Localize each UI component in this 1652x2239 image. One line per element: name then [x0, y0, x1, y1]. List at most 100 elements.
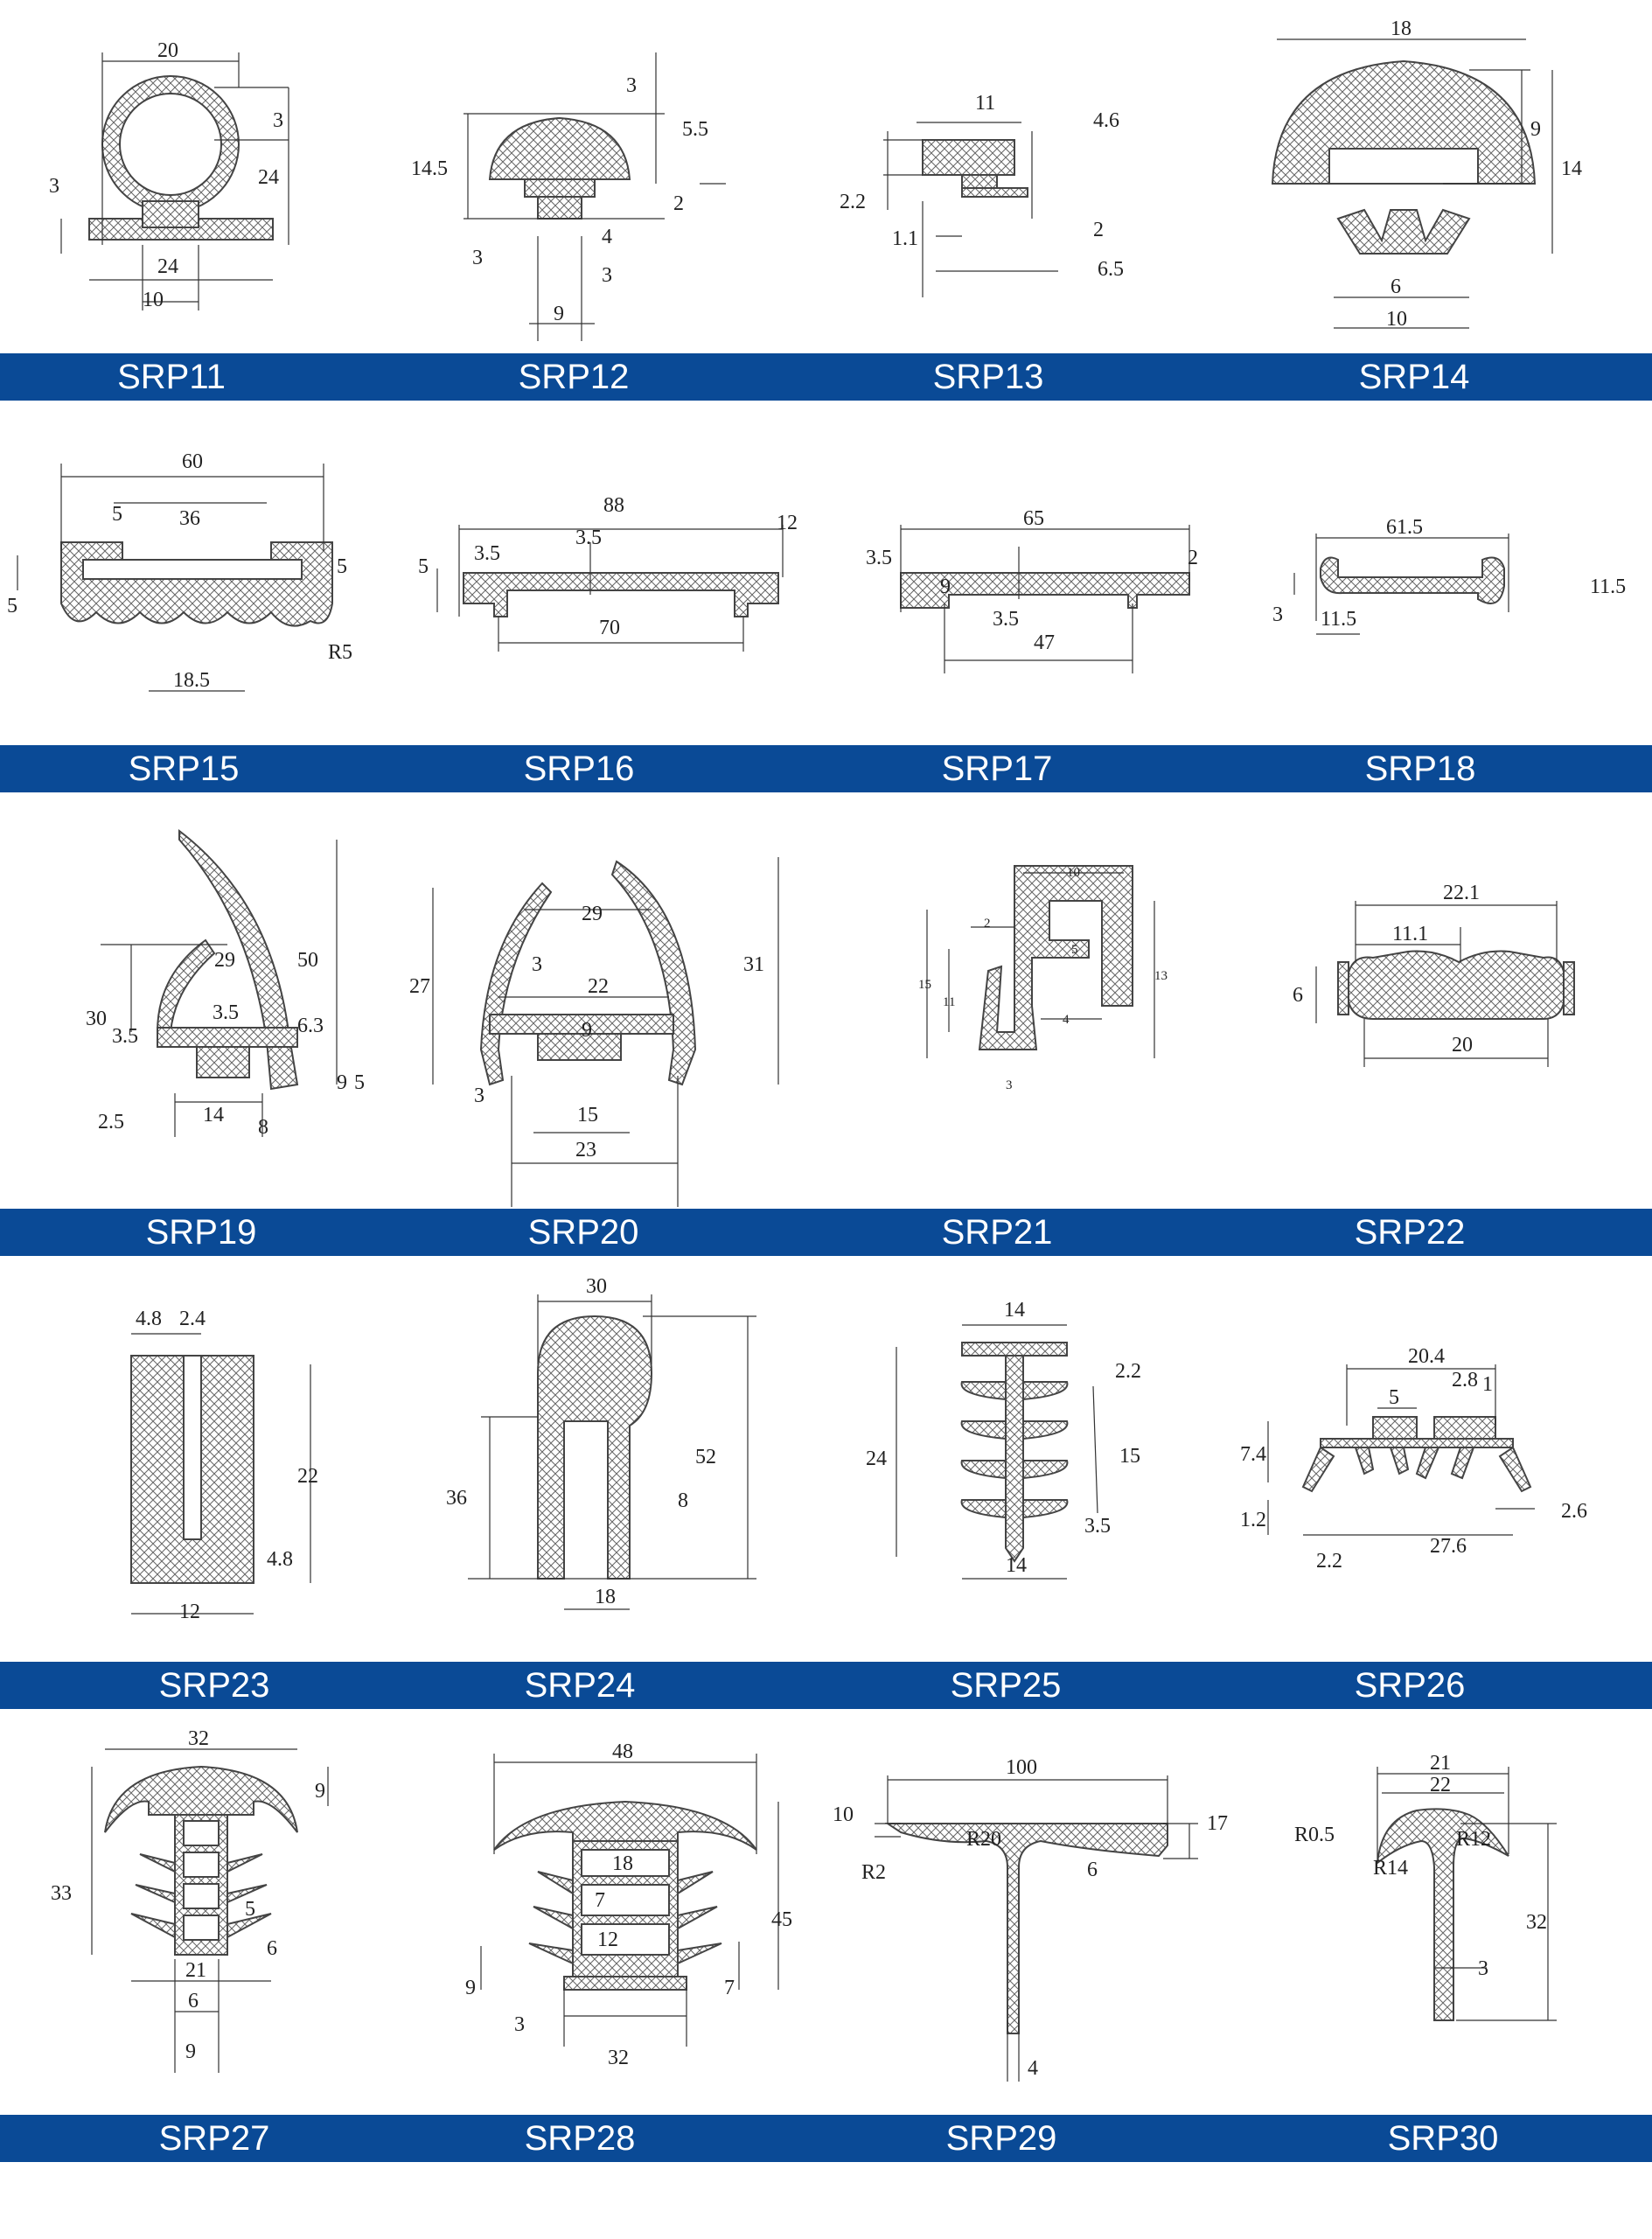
- row-5: 32 9 33 5 6 21 6 9: [0, 1714, 1652, 2195]
- dim-srp21-4: 11: [943, 995, 955, 1009]
- dim-srp13-5: 6.5: [1098, 258, 1124, 281]
- dim-srp19-3: 3.5: [112, 1025, 138, 1048]
- dim-srp23-1: 2.4: [179, 1308, 206, 1330]
- dim-srp26-2: 1: [1482, 1373, 1493, 1396]
- dim-srp20-1: 31: [743, 953, 764, 976]
- dim-srp28-1: 18: [612, 1852, 633, 1875]
- dim-srp25-2: 24: [866, 1447, 887, 1470]
- drawing-srp22: 22.1 11.1 6 20: [1277, 796, 1652, 1207]
- dim-srp13-3: 1.1: [892, 227, 918, 250]
- drawing-srp29: 100 10 17 R2 R20 6 4: [822, 1714, 1233, 2117]
- profile-label-srp23: SRP23: [158, 1666, 270, 1705]
- dim-srp13-1: 4.6: [1093, 109, 1119, 132]
- dim-srp25-1: 2.2: [1115, 1360, 1141, 1383]
- dim-srp29-2: 17: [1207, 1812, 1228, 1835]
- dim-srp16-1: 12: [777, 512, 798, 534]
- dim-srp15-3: 5: [337, 555, 347, 578]
- dim-srp20-0: 29: [582, 903, 603, 925]
- row-3-drawings: 29 50 30 3.5 3.5 6.3 9 5 2.5 14 8: [0, 796, 1652, 1207]
- dim-srp23-4: 12: [179, 1601, 200, 1623]
- dim-srp19-0: 29: [214, 949, 235, 972]
- dim-srp22-1: 11.1: [1392, 923, 1428, 945]
- row-5-drawings: 32 9 33 5 6 21 6 9: [0, 1714, 1652, 2117]
- dim-srp15-6: 18.5: [173, 669, 210, 692]
- dim-srp28-2: 7: [595, 1889, 605, 1912]
- dim-srp14-3: 6: [1391, 276, 1401, 298]
- dim-srp19-2: 30: [86, 1008, 107, 1030]
- dim-srp22-2: 6: [1293, 984, 1303, 1007]
- profile-label-srp20: SRP20: [527, 1213, 639, 1252]
- dim-srp15-0: 60: [182, 450, 203, 473]
- dim-srp26-4: 7.4: [1240, 1443, 1266, 1466]
- dim-srp14-4: 10: [1386, 308, 1407, 331]
- dim-srp24-0: 30: [586, 1275, 607, 1298]
- drawing-srp27: 32 9 33 5 6 21 6 9: [44, 1714, 376, 2117]
- drawing-srp15: 60 5 36 5 5 R5 18.5: [0, 402, 385, 743]
- dim-srp29-6: 4: [1028, 2057, 1038, 2080]
- drawing-srp11: 20 3 24 3 24 10: [26, 0, 359, 350]
- dim-srp29-4: R20: [966, 1828, 1001, 1851]
- dim-srp28-6: 7: [724, 1977, 735, 1999]
- dim-srp20-3: 3: [532, 953, 542, 976]
- dim-srp19-9: 14: [203, 1104, 224, 1126]
- dim-srp26-7: 27.6: [1430, 1535, 1467, 1558]
- dim-srp11-0: 20: [157, 39, 178, 62]
- dim-srp11-3: 3: [49, 175, 59, 198]
- dim-srp30-3: R12: [1456, 1828, 1491, 1851]
- dim-srp27-2: 33: [51, 1882, 72, 1905]
- profile-label-srp13: SRP13: [932, 358, 1044, 396]
- dim-srp30-0: 21: [1430, 1752, 1451, 1775]
- dim-srp20-6: 3: [474, 1085, 484, 1107]
- dim-srp16-4: 5: [418, 555, 429, 578]
- dim-srp16-2: 3.5: [474, 542, 500, 565]
- dim-srp19-6: 9: [337, 1071, 347, 1094]
- dim-srp26-0: 20.4: [1408, 1345, 1445, 1368]
- dim-srp12-7: 9: [554, 303, 564, 325]
- dim-srp21-6: 4: [1063, 1013, 1070, 1027]
- dim-srp19-10: 8: [258, 1116, 268, 1139]
- dim-srp15-4: 5: [7, 595, 17, 617]
- dim-srp20-4: 22: [588, 975, 609, 998]
- row-3: 29 50 30 3.5 3.5 6.3 9 5 2.5 14 8: [0, 796, 1652, 1259]
- dim-srp23-2: 22: [297, 1465, 318, 1488]
- dim-srp13-4: 2: [1093, 219, 1104, 241]
- dim-srp28-4: 12: [597, 1929, 618, 1951]
- dim-srp30-6: 3: [1478, 1957, 1488, 1980]
- profile-label-srp17: SRP17: [941, 750, 1053, 788]
- drawing-srp25: 14 2.2 24 15 3.5 14: [857, 1259, 1207, 1662]
- dim-srp29-5: 6: [1087, 1859, 1098, 1881]
- profile-label-srp18: SRP18: [1364, 750, 1476, 788]
- dim-srp19-5: 6.3: [297, 1015, 324, 1037]
- dim-srp13-2: 2.2: [840, 191, 866, 213]
- dim-srp28-7: 3: [514, 2013, 525, 2036]
- row-2-band: SRP15 SRP16 SRP17 SRP18: [0, 745, 1652, 792]
- dim-srp27-7: 9: [185, 2040, 196, 2063]
- dim-srp22-3: 20: [1452, 1034, 1473, 1057]
- dim-srp17-4: 3.5: [993, 608, 1019, 631]
- drawing-srp30: 21 22 R0.5 R12 R14 32 3: [1259, 1714, 1652, 2117]
- row-1-band: SRP11 SRP12 SRP13 SRP14: [0, 353, 1652, 401]
- drawing-srp13: 11 4.6 2.2 1.1 2 6.5: [831, 0, 1198, 350]
- dim-srp20-7: 15: [577, 1104, 598, 1126]
- row-2-drawings: 60 5 36 5 5 R5 18.5: [0, 402, 1652, 743]
- dim-srp28-8: 32: [608, 2047, 629, 2069]
- dim-srp27-5: 21: [185, 1959, 206, 1982]
- dim-srp20-8: 23: [575, 1139, 596, 1161]
- dim-srp28-0: 48: [612, 1740, 633, 1763]
- dim-srp15-2: 36: [179, 507, 200, 530]
- dim-srp30-5: 32: [1526, 1911, 1547, 1934]
- dim-srp23-3: 4.8: [267, 1548, 293, 1571]
- profile-label-srp15: SRP15: [128, 750, 240, 788]
- drawing-srp17: 65 3.5 2 9 3.5 47: [831, 402, 1242, 743]
- dim-srp21-5: 13: [1154, 969, 1168, 983]
- dim-srp19-7: 5: [354, 1071, 365, 1094]
- drawing-srp23: 4.8 2.4 22 4.8 12: [79, 1259, 376, 1662]
- row-4-drawings: 4.8 2.4 22 4.8 12: [0, 1259, 1652, 1662]
- dim-srp21-3: 15: [918, 978, 931, 992]
- profile-label-srp12: SRP12: [518, 358, 630, 396]
- dim-srp12-4: 3: [472, 247, 483, 269]
- profile-label-srp24: SRP24: [524, 1666, 636, 1705]
- dim-srp27-4: 6: [267, 1937, 277, 1960]
- profile-label-srp14: SRP14: [1358, 358, 1470, 396]
- dim-srp12-3: 2: [673, 192, 684, 215]
